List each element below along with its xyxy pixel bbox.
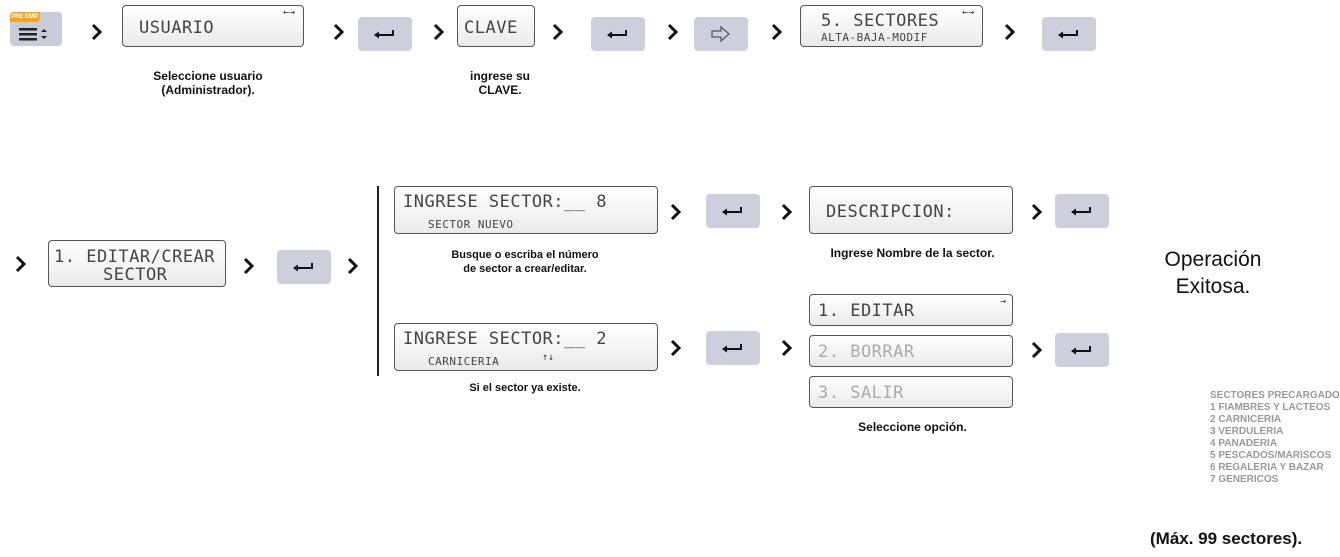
preloaded-title: SECTORES PRECARGADOS: (1210, 390, 1340, 401)
chevron-right-icon (670, 203, 682, 221)
existing-sector-caption: Si el sector ya existe. (469, 382, 581, 394)
enter-key[interactable] (1042, 17, 1096, 51)
chevron-right-icon (670, 339, 682, 357)
chevron-right-icon (243, 257, 255, 275)
chevron-right-icon (333, 23, 345, 41)
chevron-right-icon (781, 203, 793, 221)
chevron-right-icon (1031, 203, 1043, 221)
operation-success-text: Operación Exitosa. (1164, 248, 1262, 298)
enter-icon (374, 30, 394, 39)
chevron-right-icon (91, 23, 103, 41)
enter-key[interactable] (1055, 194, 1109, 228)
descripcion-display: DESCRIPCION: (809, 186, 1013, 234)
max-sectors-note: (Máx. 99 sectores). (1150, 529, 1303, 548)
enter-icon (722, 207, 742, 216)
preloaded-item: 5 PESCADOS/MARISCOS (1210, 450, 1332, 461)
up-down-arrows-icon: ↑↓ (542, 352, 555, 363)
enter-icon (293, 263, 313, 272)
new-sector-display: INGRESE SECTOR:__ 8 SECTOR NUEVO (394, 186, 658, 234)
enter-icon (1071, 346, 1091, 355)
next-key[interactable] (694, 17, 748, 51)
chevron-right-icon (1004, 23, 1016, 41)
enter-key[interactable] (706, 331, 760, 365)
options-caption: Seleccione opción. (858, 420, 967, 434)
sectores-display: 5. SECTORES ALTA-BAJA-MODIF ←→ (800, 5, 983, 47)
chevron-right-icon (781, 339, 793, 357)
arrow-right-outline-icon (711, 25, 730, 43)
preloaded-item: 1 FIAMBRES Y LACTEOS (1210, 402, 1331, 413)
chevron-right-icon (1031, 341, 1043, 359)
chevron-right-icon (347, 257, 359, 275)
left-right-arrows-icon: ←→ (961, 7, 974, 18)
enter-key[interactable] (1055, 333, 1109, 367)
enter-icon (1071, 207, 1091, 216)
clave-display: CLAVE (457, 5, 535, 47)
option-borrar[interactable]: 2. BORRAR (809, 335, 1013, 367)
preloaded-item: 3 VERDULERIA (1210, 426, 1284, 437)
new-sector-caption: Busque o escriba el número de sector a c… (451, 249, 599, 275)
enter-key[interactable] (358, 17, 412, 51)
pre-emp-badge: PRE EMP. (10, 12, 40, 22)
arrow-right-small-icon: → (999, 296, 1006, 307)
enter-icon (722, 344, 742, 353)
chevron-right-icon (15, 255, 27, 273)
chevron-right-icon (552, 23, 564, 41)
preloaded-item: 2 CARNICERIA (1210, 414, 1282, 425)
preloaded-sectors-list: SECTORES PRECARGADOS: 1 FIAMBRES Y LACTE… (1210, 390, 1340, 486)
left-right-arrows-icon: ←→ (282, 7, 295, 18)
usuario-display: USUARIO ←→ (122, 5, 304, 47)
option-editar[interactable]: 1. EDITAR → (809, 294, 1013, 326)
clave-caption: ingrese su CLAVE. (469, 69, 531, 97)
enter-icon (1058, 30, 1078, 39)
chevron-right-icon (667, 23, 679, 41)
enter-key[interactable] (277, 250, 331, 284)
pre-emp-menu-button[interactable]: PRE EMP. (10, 12, 62, 46)
enter-key[interactable] (591, 17, 645, 51)
preloaded-item: 6 REGALERIA Y BAZAR (1210, 462, 1324, 473)
branch-divider (377, 186, 379, 376)
preloaded-item: 7 GENERICOS (1210, 474, 1279, 485)
editar-crear-display: 1. EDITAR/CREAR SECTOR (48, 240, 226, 287)
chevron-right-icon (433, 23, 445, 41)
usuario-caption: Seleccione usuario (Administrador). (153, 69, 263, 97)
preloaded-item: 4 PANADERIA (1210, 438, 1278, 449)
chevron-right-icon (771, 23, 783, 41)
existing-sector-display: INGRESE SECTOR:__ 2 CARNICERIA ↑↓ (394, 323, 658, 371)
option-salir[interactable]: 3. SALIR (809, 376, 1013, 408)
enter-key[interactable] (706, 194, 760, 228)
menu-updown-icon (19, 28, 47, 41)
enter-icon (607, 30, 627, 39)
descripcion-caption: Ingrese Nombre de la sector. (830, 246, 995, 260)
